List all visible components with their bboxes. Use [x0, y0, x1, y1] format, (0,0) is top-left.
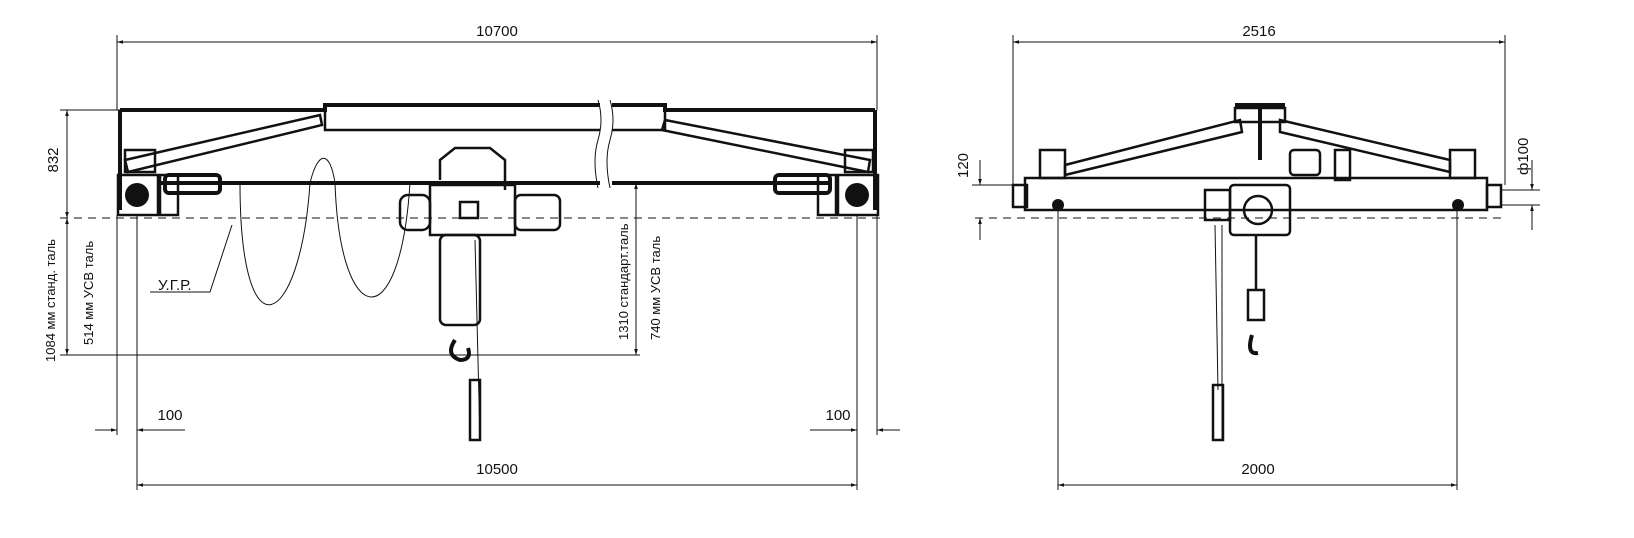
front-view: 10700 — [43, 23, 900, 490]
dimension-wheel-diameter: ф100 — [1515, 138, 1532, 175]
dimension-lift-standard: 1310 стандарт.таль — [616, 223, 631, 340]
dimension-girder-height: 832 — [45, 147, 62, 172]
dimension-lift-usv: 740 мм УСВ таль — [648, 236, 663, 340]
end-carriage-left — [116, 173, 222, 217]
dimension-wheel-base: 2000 — [1241, 461, 1274, 478]
dimension-span-total: 10700 — [476, 23, 518, 40]
end-carriage-right — [773, 173, 880, 217]
dimension-hook-usv: 514 мм УСВ таль — [81, 241, 96, 345]
electric-hoist — [398, 146, 562, 442]
rail-label: У.Г.Р. — [158, 277, 192, 294]
side-view: 2516 120 ф100 — [955, 23, 1540, 490]
dimension-offset-right: 100 — [825, 407, 850, 424]
main-girder — [118, 99, 877, 210]
dimension-offset-left: 100 — [157, 407, 182, 424]
dimension-hook-standard: 1084 мм станд. таль — [43, 239, 58, 362]
rail-label-leader — [150, 224, 233, 293]
dimension-width-total: 2516 — [1242, 23, 1275, 40]
festoon-cable — [239, 158, 411, 305]
dimension-rail-height: 120 — [955, 153, 972, 178]
dimension-span-rails: 10500 — [476, 461, 518, 478]
